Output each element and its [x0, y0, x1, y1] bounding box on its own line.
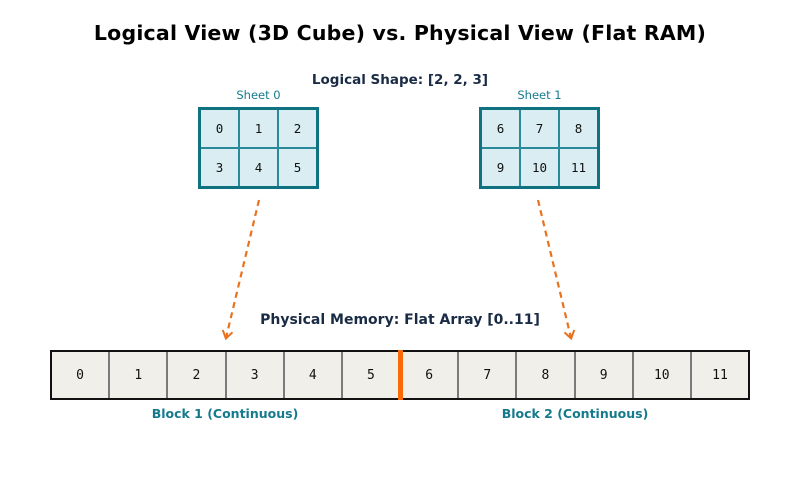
sheet0-label: Sheet 0 — [236, 88, 281, 102]
figure-title: Logical View (3D Cube) vs. Physical View… — [93, 21, 707, 45]
grid-cell: 5 — [279, 149, 316, 186]
grid-cell: 4 — [240, 149, 277, 186]
grid-cell: 7 — [521, 110, 558, 147]
grid-cell: 3 — [201, 149, 238, 186]
array-cell: 10 — [631, 352, 690, 398]
sheet0-group: Sheet 0 0 1 2 3 4 5 — [198, 88, 319, 189]
grid-cell: 6 — [482, 110, 519, 147]
flat-array: 0 1 2 3 4 5 6 7 8 9 10 11 — [50, 350, 750, 400]
array-cell: 1 — [108, 352, 166, 398]
grid-cell: 8 — [560, 110, 597, 147]
sheet1-label: Sheet 1 — [517, 88, 562, 102]
grid-cell: 0 — [201, 110, 238, 147]
array-cell: 11 — [689, 352, 748, 398]
grid-cell: 10 — [521, 149, 558, 186]
logical-shape-heading: Logical Shape: [2, 2, 3] — [311, 72, 489, 88]
sheet0-grid: 0 1 2 3 4 5 — [198, 107, 319, 189]
block1-label: Block 1 (Continuous) — [151, 406, 299, 421]
array-cell: 6 — [399, 352, 457, 398]
array-cell: 2 — [166, 352, 224, 398]
physical-memory-heading: Physical Memory: Flat Array [0..11] — [260, 312, 540, 328]
sheet1-grid: 6 7 8 9 10 11 — [479, 107, 600, 189]
grid-cell: 2 — [279, 110, 316, 147]
block2-label: Block 2 (Continuous) — [501, 406, 649, 421]
grid-cell: 9 — [482, 149, 519, 186]
array-cell: 7 — [457, 352, 515, 398]
block-boundary-marker — [397, 350, 403, 400]
array-cell: 5 — [340, 352, 399, 398]
grid-cell: 11 — [560, 149, 597, 186]
array-cell: 0 — [76, 367, 84, 383]
array-cell: 4 — [282, 352, 341, 398]
array-cell: 3 — [224, 352, 283, 398]
array-cell: 9 — [573, 352, 632, 398]
array-cell: 8 — [515, 352, 573, 398]
sheet1-group: Sheet 1 6 7 8 9 10 11 — [479, 88, 600, 189]
grid-cell: 1 — [240, 110, 277, 147]
